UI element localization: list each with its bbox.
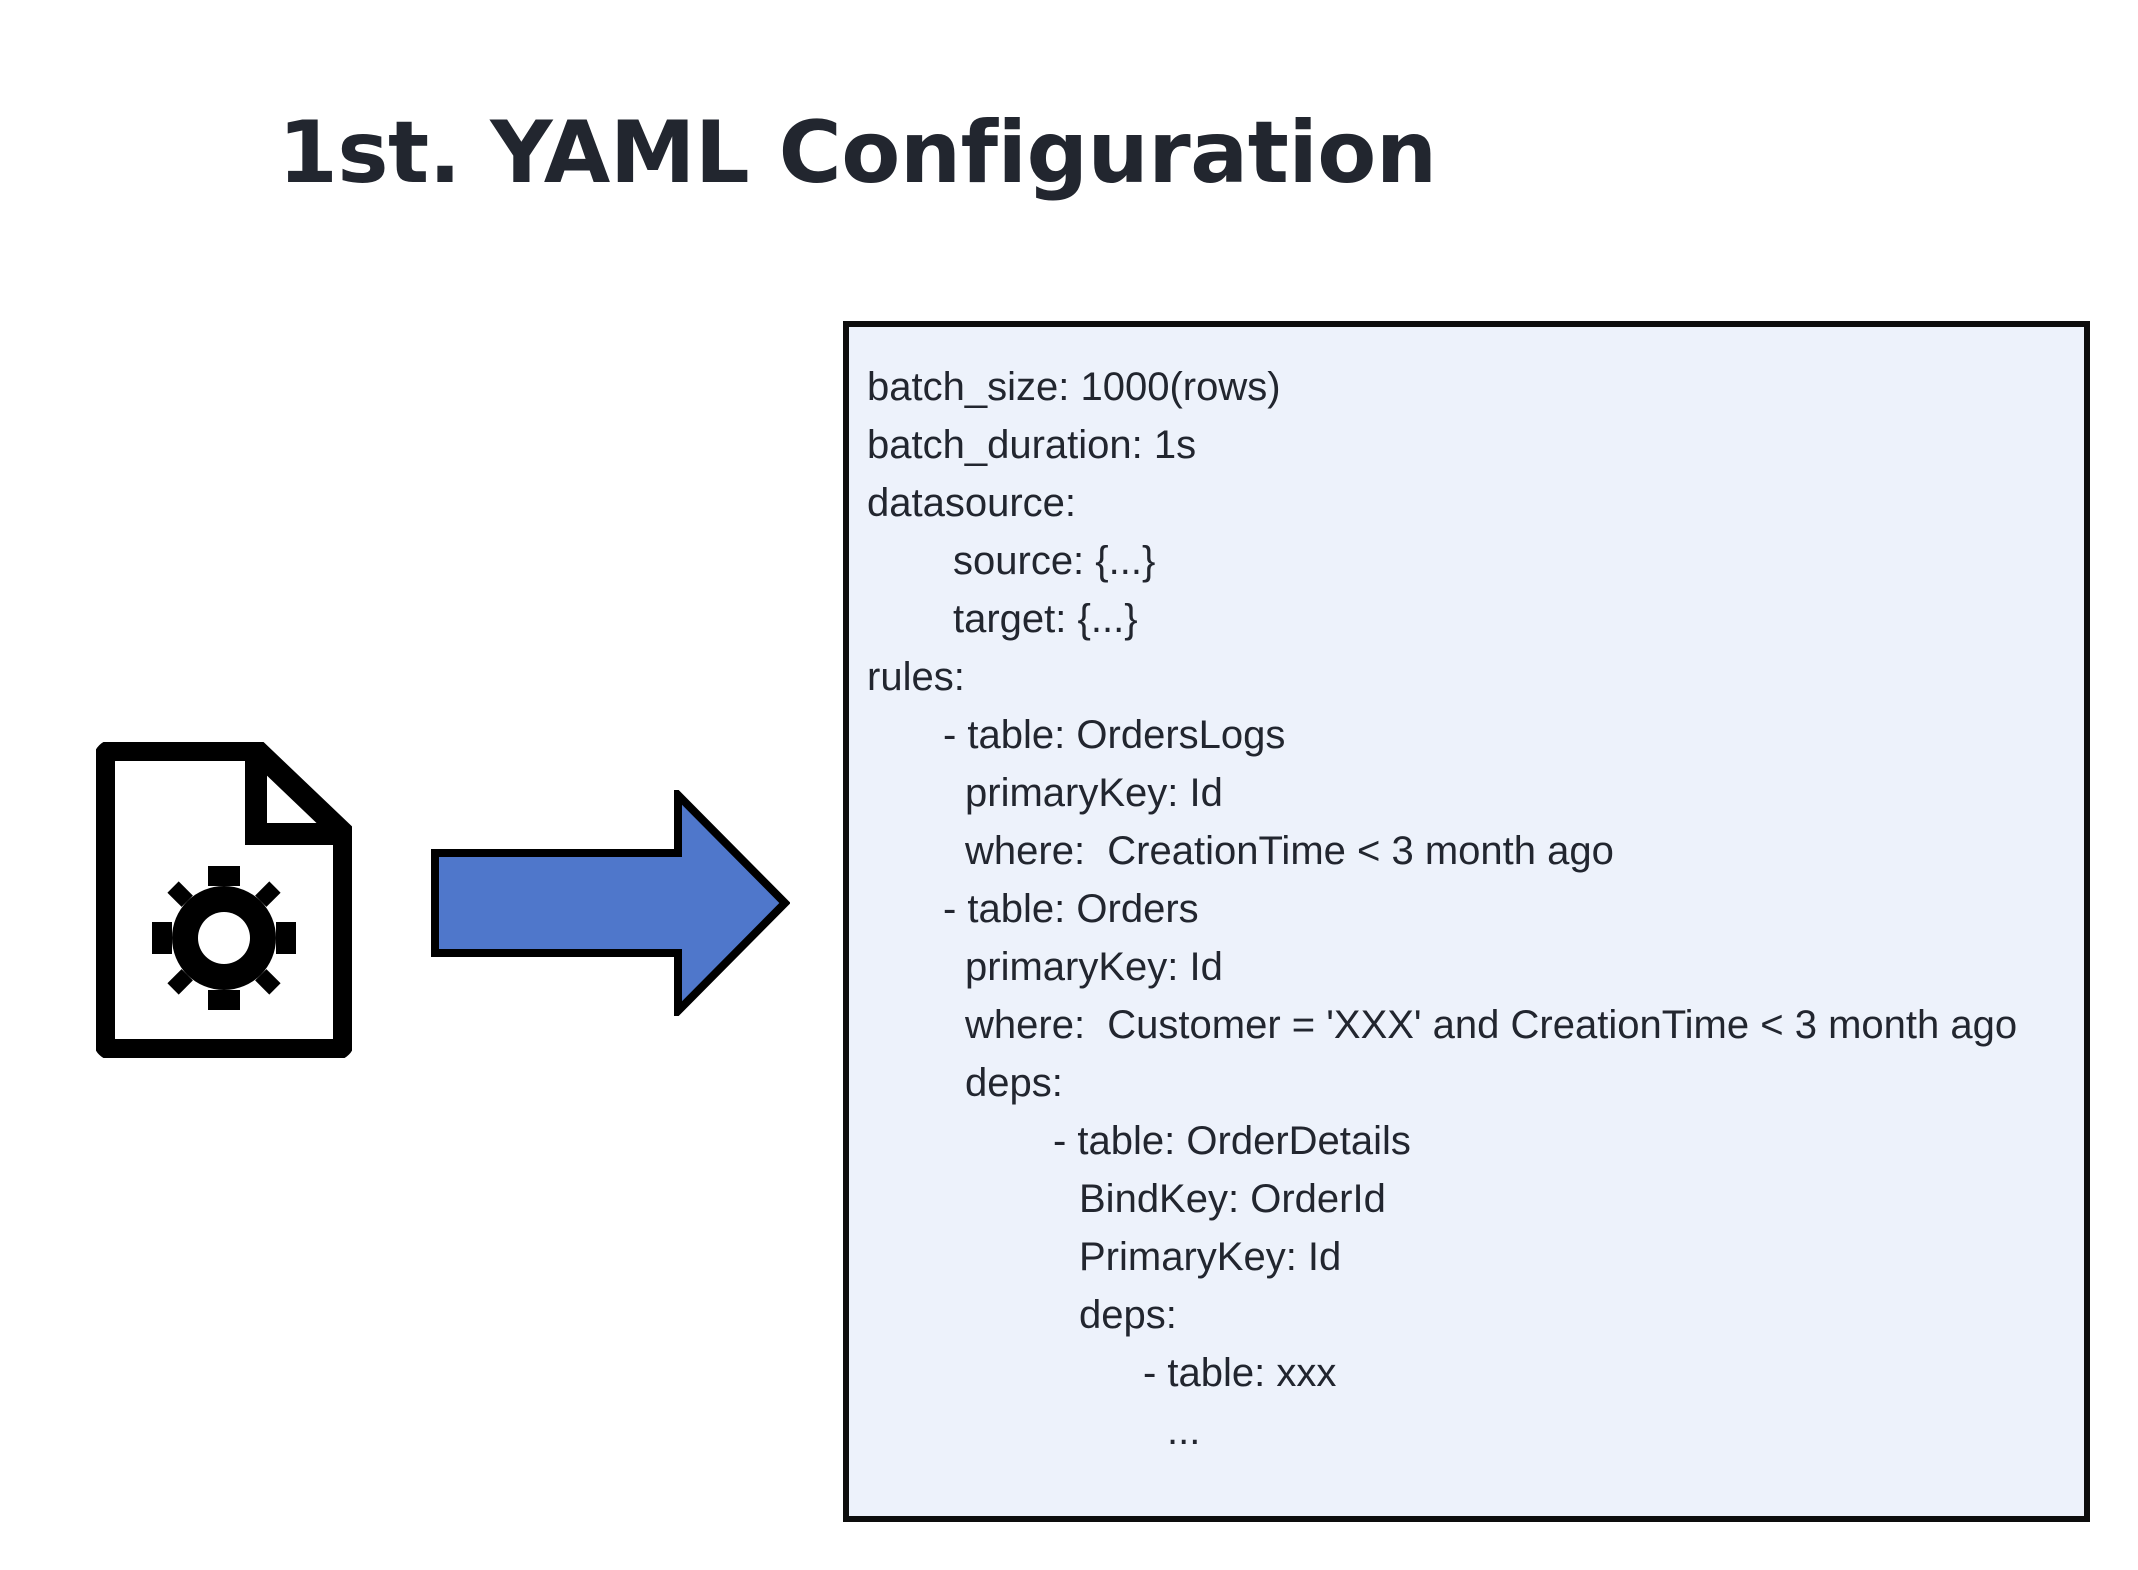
yaml-line: - table: xxx <box>1143 1351 1337 1395</box>
yaml-line: target: {...} <box>953 597 1138 641</box>
yaml-line: rules: <box>867 655 965 699</box>
yaml-line: ... <box>1167 1409 1201 1453</box>
yaml-line: - table: OrdersLogs <box>943 713 1286 757</box>
yaml-code-block: batch_size: 1000(rows) batch_duration: 1s… <box>867 358 2080 1460</box>
yaml-line: - table: OrderDetails <box>1053 1119 1411 1163</box>
yaml-line: batch_size: 1000(rows) <box>867 365 1281 409</box>
yaml-line: batch_duration: 1s <box>867 423 1197 467</box>
page-title: 1st. YAML Configuration <box>278 102 1437 203</box>
yaml-line: source: {...} <box>953 539 1156 583</box>
yaml-line: where: CreationTime < 3 month ago <box>965 829 1614 873</box>
yaml-line: - table: Orders <box>943 887 1199 931</box>
yaml-line: BindKey: OrderId <box>1079 1177 1386 1221</box>
config-file-icon <box>96 742 352 1058</box>
yaml-line: deps: <box>965 1061 1063 1105</box>
yaml-line: primaryKey: Id <box>965 771 1223 815</box>
right-arrow-icon <box>430 790 790 1016</box>
yaml-line: datasource: <box>867 481 1077 525</box>
yaml-config-panel: batch_size: 1000(rows) batch_duration: 1s… <box>843 321 2090 1522</box>
yaml-line: primaryKey: Id <box>965 945 1223 989</box>
yaml-line: where: Customer = 'XXX' and CreationTime… <box>965 1003 2018 1047</box>
yaml-line: deps: <box>1079 1293 1177 1337</box>
yaml-line: PrimaryKey: Id <box>1079 1235 1342 1279</box>
